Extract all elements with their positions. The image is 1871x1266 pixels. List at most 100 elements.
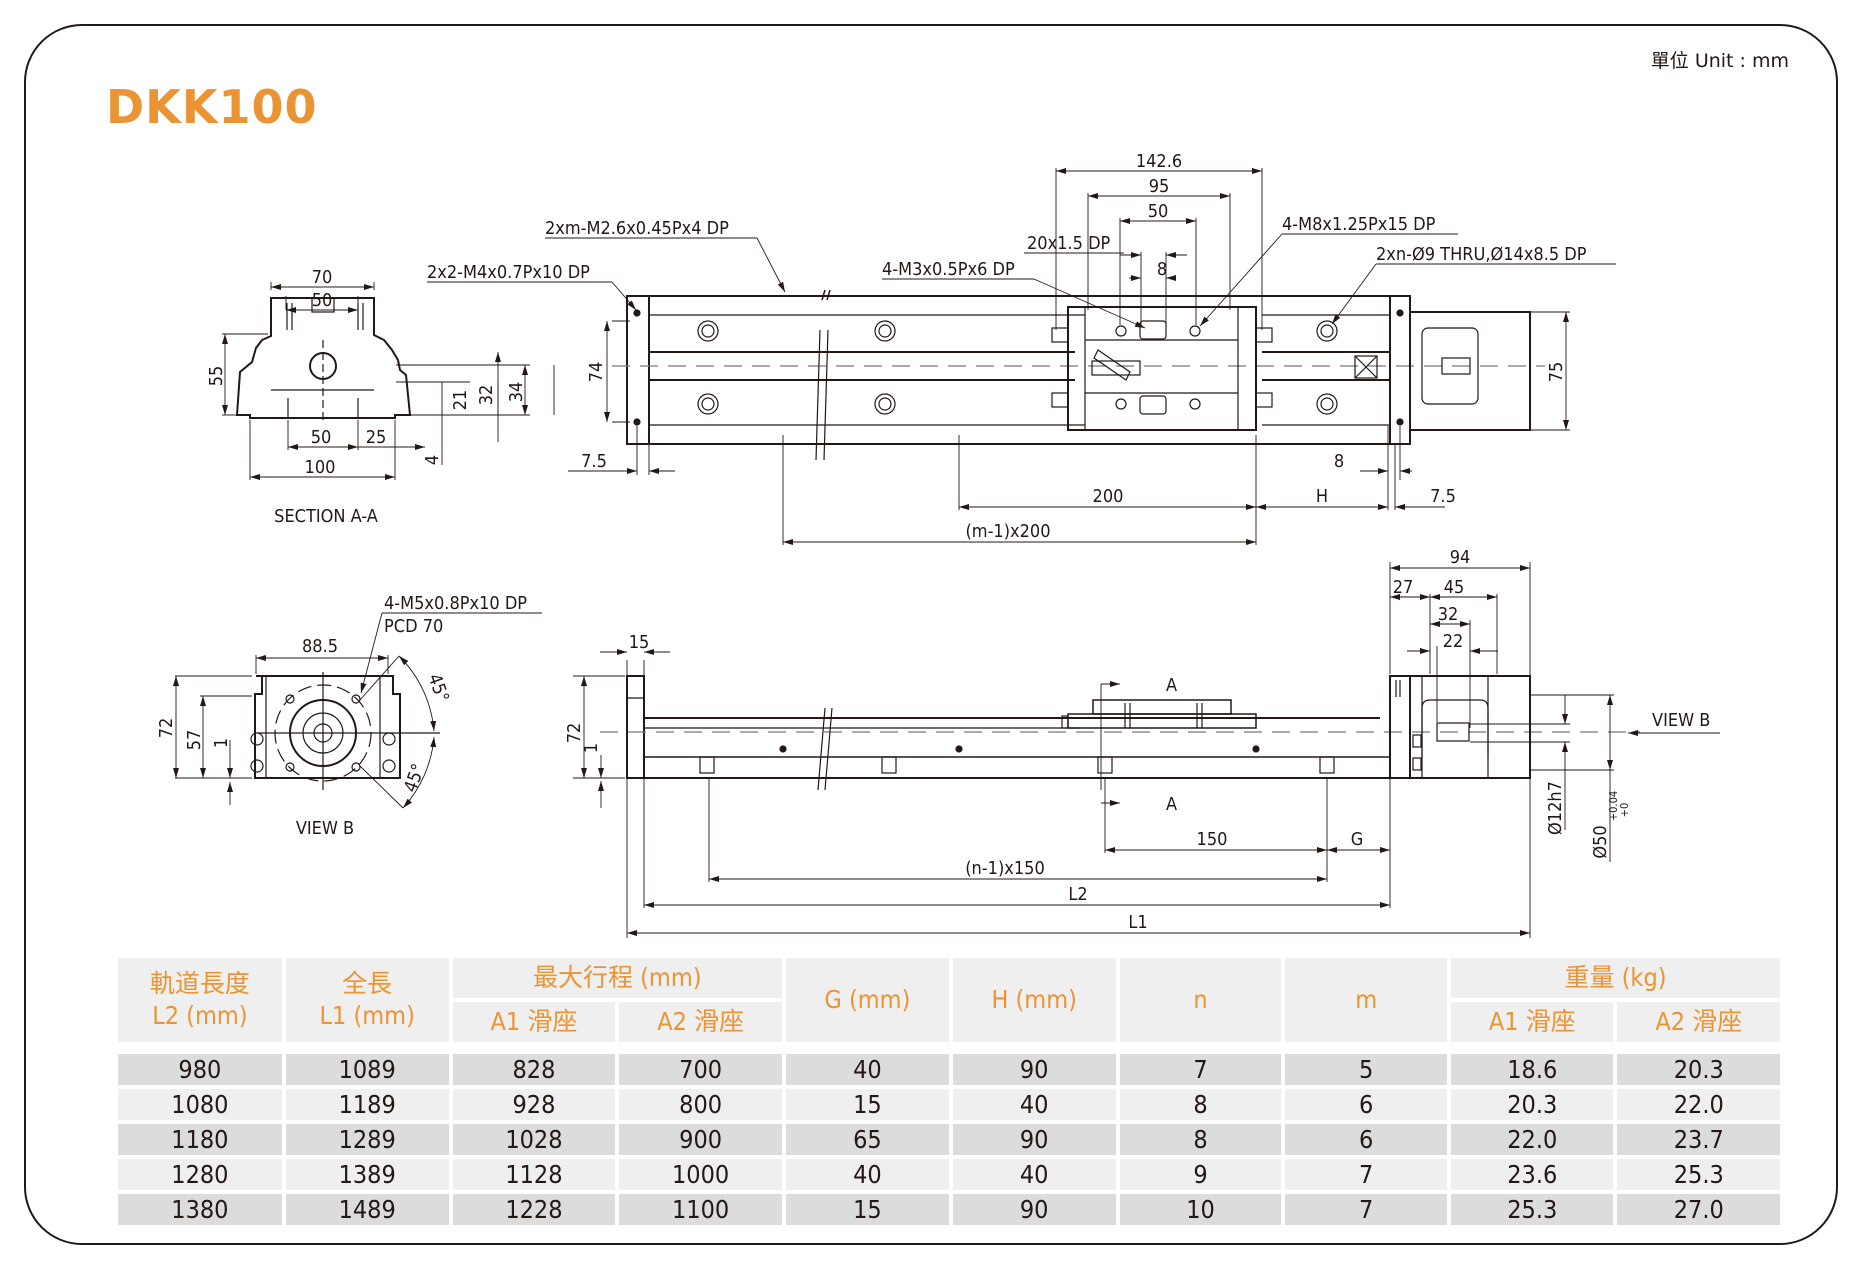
header-h: H (mm) bbox=[952, 958, 1116, 1042]
table-cell: 23.7 bbox=[1617, 1124, 1780, 1155]
dim-22: 22 bbox=[1443, 631, 1464, 652]
section-aa-view bbox=[235, 297, 412, 420]
header-weight-a2: A2 滑座 bbox=[1617, 1002, 1780, 1042]
view-b-dims bbox=[173, 612, 542, 809]
table-cell: 700 bbox=[619, 1046, 782, 1085]
dim-50-bottom: 50 bbox=[311, 427, 332, 448]
table-cell: 90 bbox=[952, 1046, 1116, 1085]
angle-45-bottom: 45° bbox=[400, 761, 430, 795]
top-view bbox=[612, 289, 1545, 461]
section-mark-bottom: A bbox=[1166, 794, 1177, 815]
dim-100: 100 bbox=[305, 457, 336, 478]
model-title: DKK100 bbox=[106, 80, 318, 134]
table-cell: 90 bbox=[952, 1124, 1116, 1155]
table-cell: 18.6 bbox=[1451, 1046, 1614, 1085]
dim-7-5-left: 7.5 bbox=[581, 451, 607, 472]
dim-shaft-diameter: Ø12h7 bbox=[1545, 781, 1566, 835]
view-b-caption: VIEW B bbox=[296, 818, 354, 839]
dim-88-5: 88.5 bbox=[302, 636, 338, 657]
table-cell: 8 bbox=[1119, 1124, 1282, 1155]
dim-72: 72 bbox=[156, 718, 177, 739]
dim-34: 34 bbox=[506, 382, 527, 403]
dim-27: 27 bbox=[1393, 577, 1414, 598]
table-cell: 1089 bbox=[285, 1046, 449, 1085]
dim-72-side: 72 bbox=[564, 723, 585, 744]
table-cell: 1080 bbox=[118, 1089, 282, 1120]
callout-pcd-70: PCD 70 bbox=[384, 616, 443, 637]
table-cell: 1380 bbox=[118, 1194, 282, 1225]
table-cell: 10 bbox=[1119, 1194, 1282, 1225]
dim-32: 32 bbox=[476, 385, 497, 406]
dim-g: G bbox=[1351, 829, 1364, 850]
dim-l1: L1 bbox=[1128, 912, 1147, 933]
callout-m3: 4-M3x0.5Px6 DP bbox=[882, 259, 1015, 280]
table-cell: 1000 bbox=[619, 1159, 782, 1190]
table-cell: 800 bbox=[619, 1089, 782, 1120]
side-view-labels: 15 72 1 A A 94 27 45 32 22 VIEW B Ø12h7 … bbox=[564, 547, 1710, 933]
table-cell: 15 bbox=[785, 1089, 949, 1120]
section-aa-caption: SECTION A-A bbox=[274, 506, 378, 527]
section-mark-top: A bbox=[1166, 675, 1177, 696]
dim-4: 4 bbox=[422, 455, 443, 465]
section-aa-dims bbox=[222, 282, 555, 480]
table-cell: 23.6 bbox=[1451, 1159, 1614, 1190]
table-cell: 25.3 bbox=[1617, 1159, 1780, 1190]
table-cell: 8 bbox=[1119, 1089, 1282, 1120]
header-g: G (mm) bbox=[785, 958, 949, 1042]
dim-8: 8 bbox=[1157, 259, 1167, 280]
table-cell: 40 bbox=[952, 1159, 1116, 1190]
view-b-labels: 4-M5x0.8Px10 DP PCD 70 88.5 72 57 1 45° … bbox=[156, 593, 527, 839]
view-b bbox=[250, 672, 440, 790]
table-cell: 1228 bbox=[452, 1194, 616, 1225]
callout-m2-6: 2xm-M2.6x0.45Px4 DP bbox=[545, 218, 729, 239]
table-cell: 6 bbox=[1285, 1124, 1448, 1155]
table-cell: 27.0 bbox=[1617, 1194, 1780, 1225]
callout-m5: 4-M5x0.8Px10 DP bbox=[384, 593, 527, 614]
dim-15: 15 bbox=[629, 632, 650, 653]
table-cell: 5 bbox=[1285, 1046, 1448, 1085]
callout-m8: 4-M8x1.25Px15 DP bbox=[1282, 214, 1436, 235]
dim-flange-diameter: Ø50 bbox=[1590, 825, 1611, 858]
table-cell: 15 bbox=[785, 1194, 949, 1225]
table-cell: 6 bbox=[1285, 1089, 1448, 1120]
header-stroke-a1: A1 滑座 bbox=[452, 1002, 616, 1042]
callout-20x1-5: 20x1.5 DP bbox=[1027, 233, 1111, 254]
dim-200: 200 bbox=[1093, 486, 1124, 507]
table-cell: 828 bbox=[452, 1046, 616, 1085]
table-cell: 22.0 bbox=[1617, 1089, 1780, 1120]
view-b-arrow-label: VIEW B bbox=[1652, 710, 1710, 731]
dim-m-spacing: (m-1)x200 bbox=[965, 521, 1050, 542]
dim-95: 95 bbox=[1149, 176, 1170, 197]
dim-150: 150 bbox=[1197, 829, 1228, 850]
table-cell: 7 bbox=[1285, 1194, 1448, 1225]
header-n: n bbox=[1119, 958, 1282, 1042]
dim-50-top: 50 bbox=[312, 290, 333, 311]
table-cell: 900 bbox=[619, 1124, 782, 1155]
table-cell: 9 bbox=[1119, 1159, 1282, 1190]
table-cell: 20.3 bbox=[1617, 1046, 1780, 1085]
dim-45: 45 bbox=[1444, 577, 1465, 598]
dim-n-spacing: (n-1)x150 bbox=[965, 858, 1045, 879]
dim-74: 74 bbox=[586, 362, 607, 383]
table-cell: 40 bbox=[785, 1159, 949, 1190]
table-cell: 65 bbox=[785, 1124, 949, 1155]
dim-l2: L2 bbox=[1068, 884, 1087, 905]
top-view-labels: 2xm-M2.6x0.45Px4 DP 2x2-M4x0.7Px10 DP 4-… bbox=[427, 151, 1587, 542]
table-cell: 25.3 bbox=[1451, 1194, 1614, 1225]
tolerance-upper: +0.04 bbox=[1607, 791, 1620, 821]
table-cell: 1180 bbox=[118, 1124, 282, 1155]
dim-75: 75 bbox=[1546, 362, 1567, 383]
page-frame bbox=[24, 24, 1838, 1245]
side-view bbox=[600, 675, 1640, 791]
dim-1-side: 1 bbox=[581, 743, 602, 753]
table-cell: 1389 bbox=[285, 1159, 449, 1190]
callout-m4: 2x2-M4x0.7Px10 DP bbox=[427, 262, 590, 283]
